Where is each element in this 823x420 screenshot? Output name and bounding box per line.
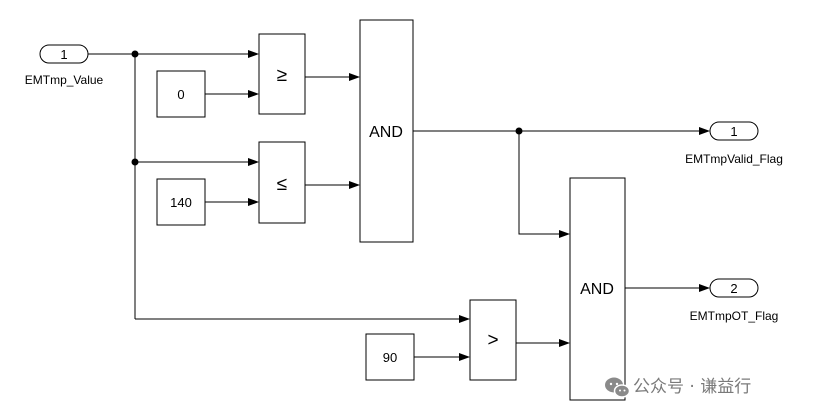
relational-symbol: ≥ [277,65,287,86]
outport-shape[interactable] [709,278,759,298]
wechat-icon [605,377,631,398]
outport-name: EMTmpValid_Flag [685,152,783,166]
watermark: 公众号 · 谦益行 [605,377,751,398]
inport-shape[interactable] [39,44,89,64]
constant-block-0[interactable]: 0 [156,70,206,118]
branch-point [131,50,139,58]
relational-shape[interactable] [258,33,306,115]
constant-shape[interactable] [365,333,415,381]
signal-lines [88,53,704,358]
constant-shape[interactable] [156,178,206,226]
outport-number: 2 [730,281,737,296]
relational-operator-gt[interactable]: > [469,299,517,381]
relational-symbol: ≤ [277,174,287,195]
relational-symbol: > [487,330,498,351]
relational-shape[interactable] [469,299,517,381]
logic-label: AND [580,281,614,298]
constant-value: 90 [383,350,397,365]
outport-name: EMTmpOT_Flag [690,309,779,323]
arrowhead [459,353,470,361]
arrowhead [559,339,570,347]
inport-number: 1 [60,47,67,62]
logic-shape[interactable] [359,19,414,243]
logic-and-block-2[interactable]: AND [569,177,626,401]
inport-name: EMTmp_Value [25,73,104,87]
arrowhead [349,181,360,189]
logic-label: AND [369,124,403,141]
branch-point [515,127,523,135]
inport-emtmp-value[interactable]: 1 EMTmp_Value [25,44,104,87]
arrowhead [248,198,259,206]
arrowhead [248,50,259,58]
outport-emtmpot-flag[interactable]: 2 EMTmpOT_Flag [690,278,779,323]
outport-shape[interactable] [709,121,759,141]
arrowhead [459,315,470,323]
arrowhead [248,158,259,166]
arrowheads [248,50,710,361]
branch-point [131,158,139,166]
watermark-text: 公众号 · 谦益行 [633,377,751,397]
constant-value: 140 [170,195,192,210]
constant-shape[interactable] [156,70,206,118]
arrowhead [699,284,710,292]
constant-value: 0 [177,87,184,102]
relational-operator-ge[interactable]: ≥ [258,33,306,115]
outport-emtmpvalid-flag[interactable]: 1 EMTmpValid_Flag [685,121,783,166]
constant-block-140[interactable]: 140 [156,178,206,226]
outport-number: 1 [730,124,737,139]
logic-shape[interactable] [569,177,626,401]
wire-branch-to-and2 [518,131,564,235]
constant-block-90[interactable]: 90 [365,333,415,381]
arrowhead [349,73,360,81]
relational-operator-le[interactable]: ≤ [258,141,306,224]
logic-and-block-1[interactable]: AND [359,19,414,243]
relational-shape[interactable] [258,141,306,224]
arrowhead [559,230,570,238]
arrowhead [699,127,710,135]
arrowhead [248,90,259,98]
